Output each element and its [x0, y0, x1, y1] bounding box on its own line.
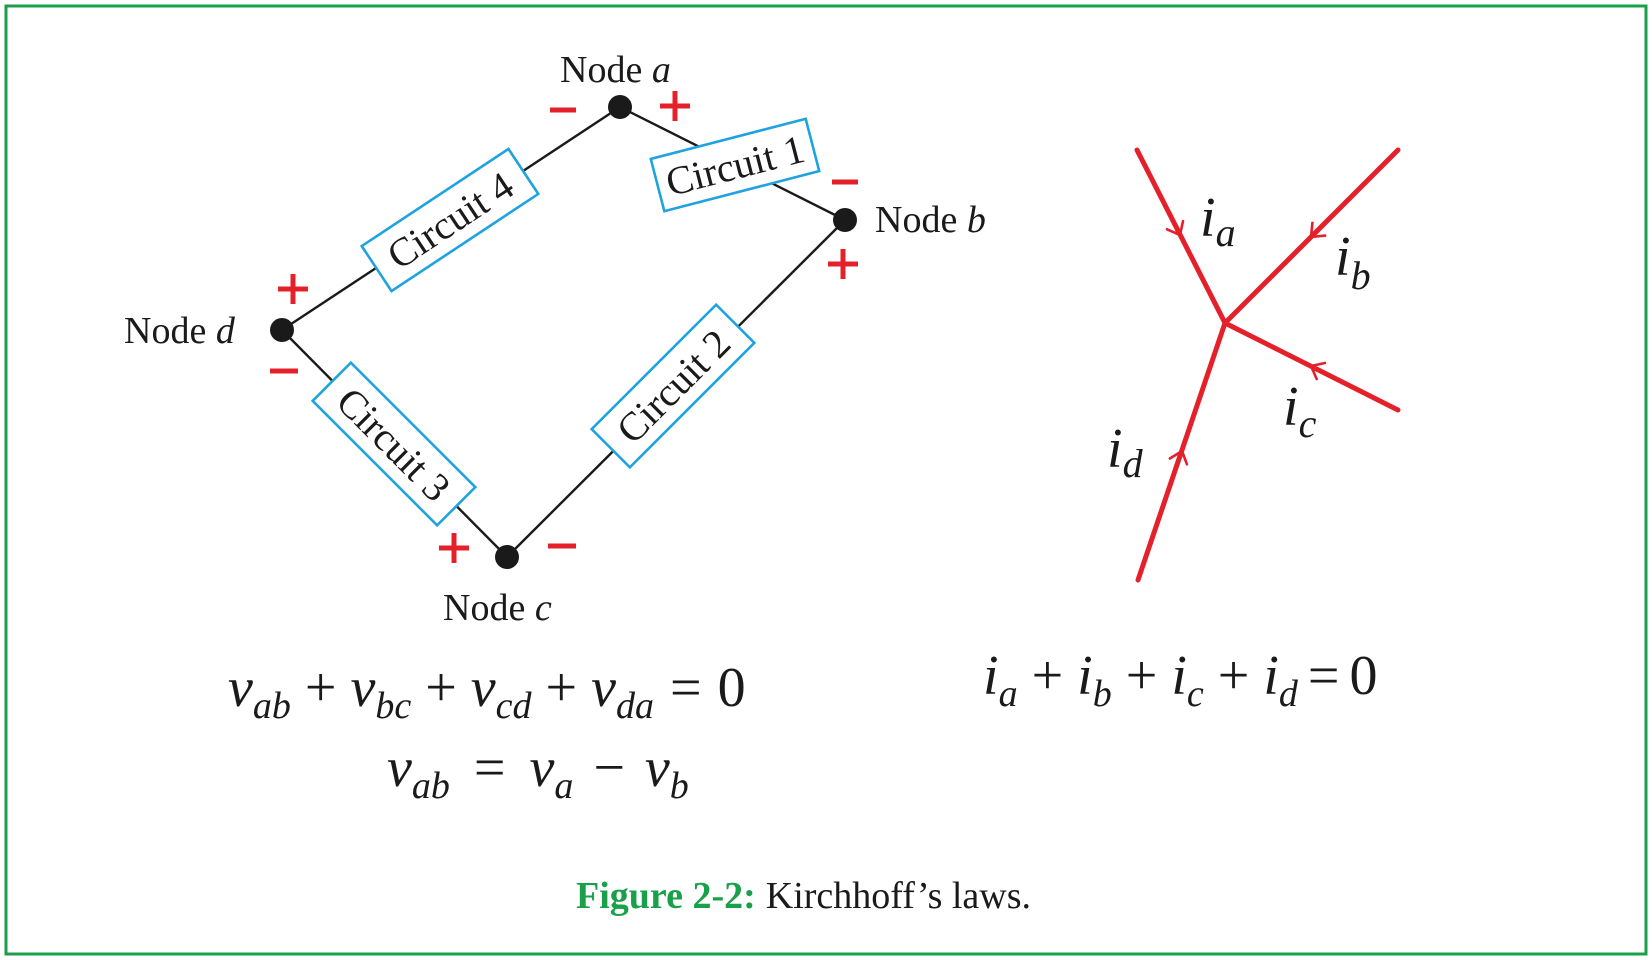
- circuit-1-box: Circuit 1: [649, 117, 821, 213]
- node-b-label: Node b: [875, 199, 986, 241]
- circuit-3-outline: [310, 360, 478, 528]
- circuit-4-box: Circuit 4: [359, 147, 541, 293]
- kvl-equation: vab+vbc+vcd+vda=0: [228, 657, 746, 727]
- node-c-label: Node c: [443, 587, 552, 629]
- figure-caption: Figure 2-2:Kirchhoff’s laws.: [576, 875, 1031, 917]
- node-d-label: Node d: [124, 310, 236, 352]
- node-b-dot: [833, 208, 857, 232]
- node-a-dot: [608, 95, 632, 119]
- polarity-marks: [270, 91, 858, 563]
- plus-sign-a-right: [660, 91, 690, 121]
- current-d-label: id: [1107, 418, 1144, 486]
- figure-frame: [4, 4, 1648, 956]
- current-d-arrowhead: [1168, 449, 1189, 466]
- circuit-1-outline: [649, 117, 821, 213]
- circuit-3-label: Circuit 3: [328, 379, 460, 511]
- circuit-2-box: Circuit 2: [589, 302, 757, 470]
- current-a-label: ia: [1200, 187, 1236, 255]
- circuit-3-box: Circuit 3: [310, 360, 478, 528]
- node-a-label: Node a: [560, 49, 671, 91]
- current-a-arrowhead: [1165, 219, 1185, 237]
- caption-text: Kirchhoff’s laws.: [766, 875, 1031, 917]
- current-b-arrowhead: [1309, 221, 1327, 239]
- plus-sign-d-top: [278, 274, 308, 304]
- caption-lead: Figure 2-2:: [576, 875, 756, 917]
- kcl-equation: ia+ib+ic+id=0: [983, 645, 1378, 715]
- kcl-junction-diagram: ia ib ic id: [1107, 147, 1401, 583]
- node-c-dot: [495, 545, 519, 569]
- node-d-dot: [270, 318, 294, 342]
- current-c-label: ic: [1283, 376, 1317, 446]
- plus-sign-c-left: [439, 533, 469, 563]
- circuit-4-outline: [359, 147, 541, 293]
- kvl-loop-diagram: Circuit 1 Circuit 2 Circuit 3 Circuit 4 …: [124, 49, 986, 629]
- current-b-label: ib: [1335, 226, 1371, 298]
- plus-sign-b-bottom: [828, 249, 858, 279]
- circuit-2-label: Circuit 2: [608, 321, 740, 453]
- current-c-arrowhead: [1309, 361, 1327, 381]
- circuit-2-outline: [589, 302, 757, 470]
- current-branch-a: [1134, 147, 1228, 326]
- voltage-definition-equation: vab=va−vb: [387, 737, 689, 807]
